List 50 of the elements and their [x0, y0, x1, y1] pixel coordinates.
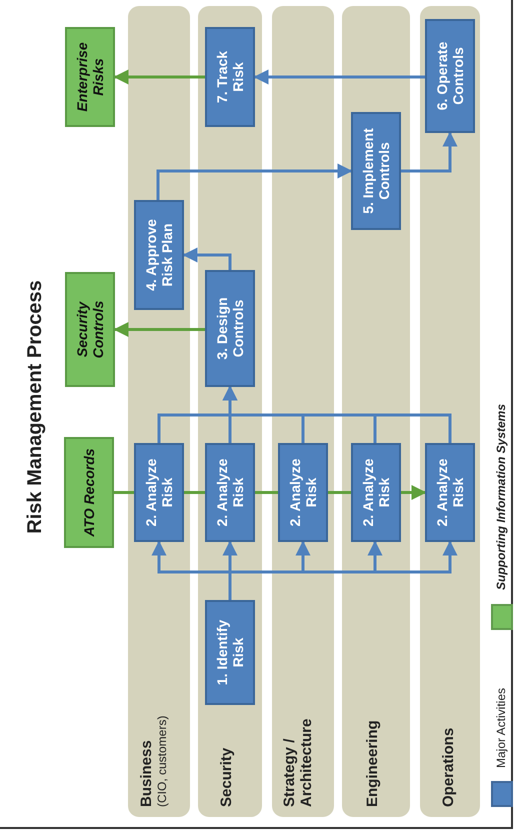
system-box — [64, 437, 114, 548]
process-box — [205, 600, 255, 705]
box-label: 3. Design Controls — [214, 296, 246, 362]
swimlane — [198, 6, 262, 817]
box-label: 2. Analyze Risk — [214, 458, 246, 528]
box-label: 2. Analyze Risk — [142, 458, 176, 528]
process-box — [134, 200, 184, 310]
box-label: 2. Analyze Risk — [360, 458, 392, 528]
process-box — [278, 443, 328, 542]
swimlane — [272, 6, 334, 817]
arrow — [114, 322, 205, 337]
process-box — [134, 443, 184, 542]
arrow — [182, 248, 232, 270]
lane-label: Business — [138, 739, 156, 807]
box-label: 1. Identify Risk — [214, 618, 246, 688]
process-box — [205, 270, 255, 387]
arrow — [401, 485, 426, 500]
box-label: 6. Operate Controls — [434, 40, 466, 112]
arrow — [114, 70, 205, 84]
box-label: 4. Approve Risk Plan — [142, 218, 176, 293]
legend-label: Major Activities — [494, 688, 508, 768]
process-box — [425, 19, 475, 133]
box-label: Security Controls — [74, 300, 106, 360]
box-label: Enterprise Risks — [74, 41, 106, 114]
arrow — [401, 132, 458, 172]
swimlane — [128, 6, 190, 817]
arrow — [254, 70, 425, 84]
lane-label: Strategy / Architecture — [281, 718, 316, 807]
lane-label: Operations — [440, 726, 458, 807]
system-box — [65, 27, 115, 127]
legend-label: Supporting Information Systems — [494, 404, 508, 590]
box-label: 2. Analyze Risk — [434, 458, 466, 528]
box-label: 7. Track Risk — [214, 50, 246, 106]
arrow — [156, 164, 352, 200]
box-label: 2. Analyze Risk — [286, 458, 320, 528]
system-box — [65, 272, 115, 387]
arrow — [222, 386, 452, 443]
swimlane — [342, 6, 410, 817]
lane-label: Security — [218, 746, 236, 807]
process-box — [351, 112, 401, 230]
process-box — [205, 443, 255, 542]
lane-label: Engineering — [364, 719, 382, 807]
process-box — [205, 27, 255, 127]
process-box — [425, 443, 475, 542]
diagram-title: Risk Management Process — [24, 279, 47, 536]
lane-sublabel: (CIO, customers) — [156, 714, 170, 807]
box-label: 5. Implement Controls — [360, 127, 392, 216]
process-box — [351, 443, 401, 542]
swimlane — [420, 6, 480, 817]
box-label: ATO Records — [80, 448, 98, 537]
